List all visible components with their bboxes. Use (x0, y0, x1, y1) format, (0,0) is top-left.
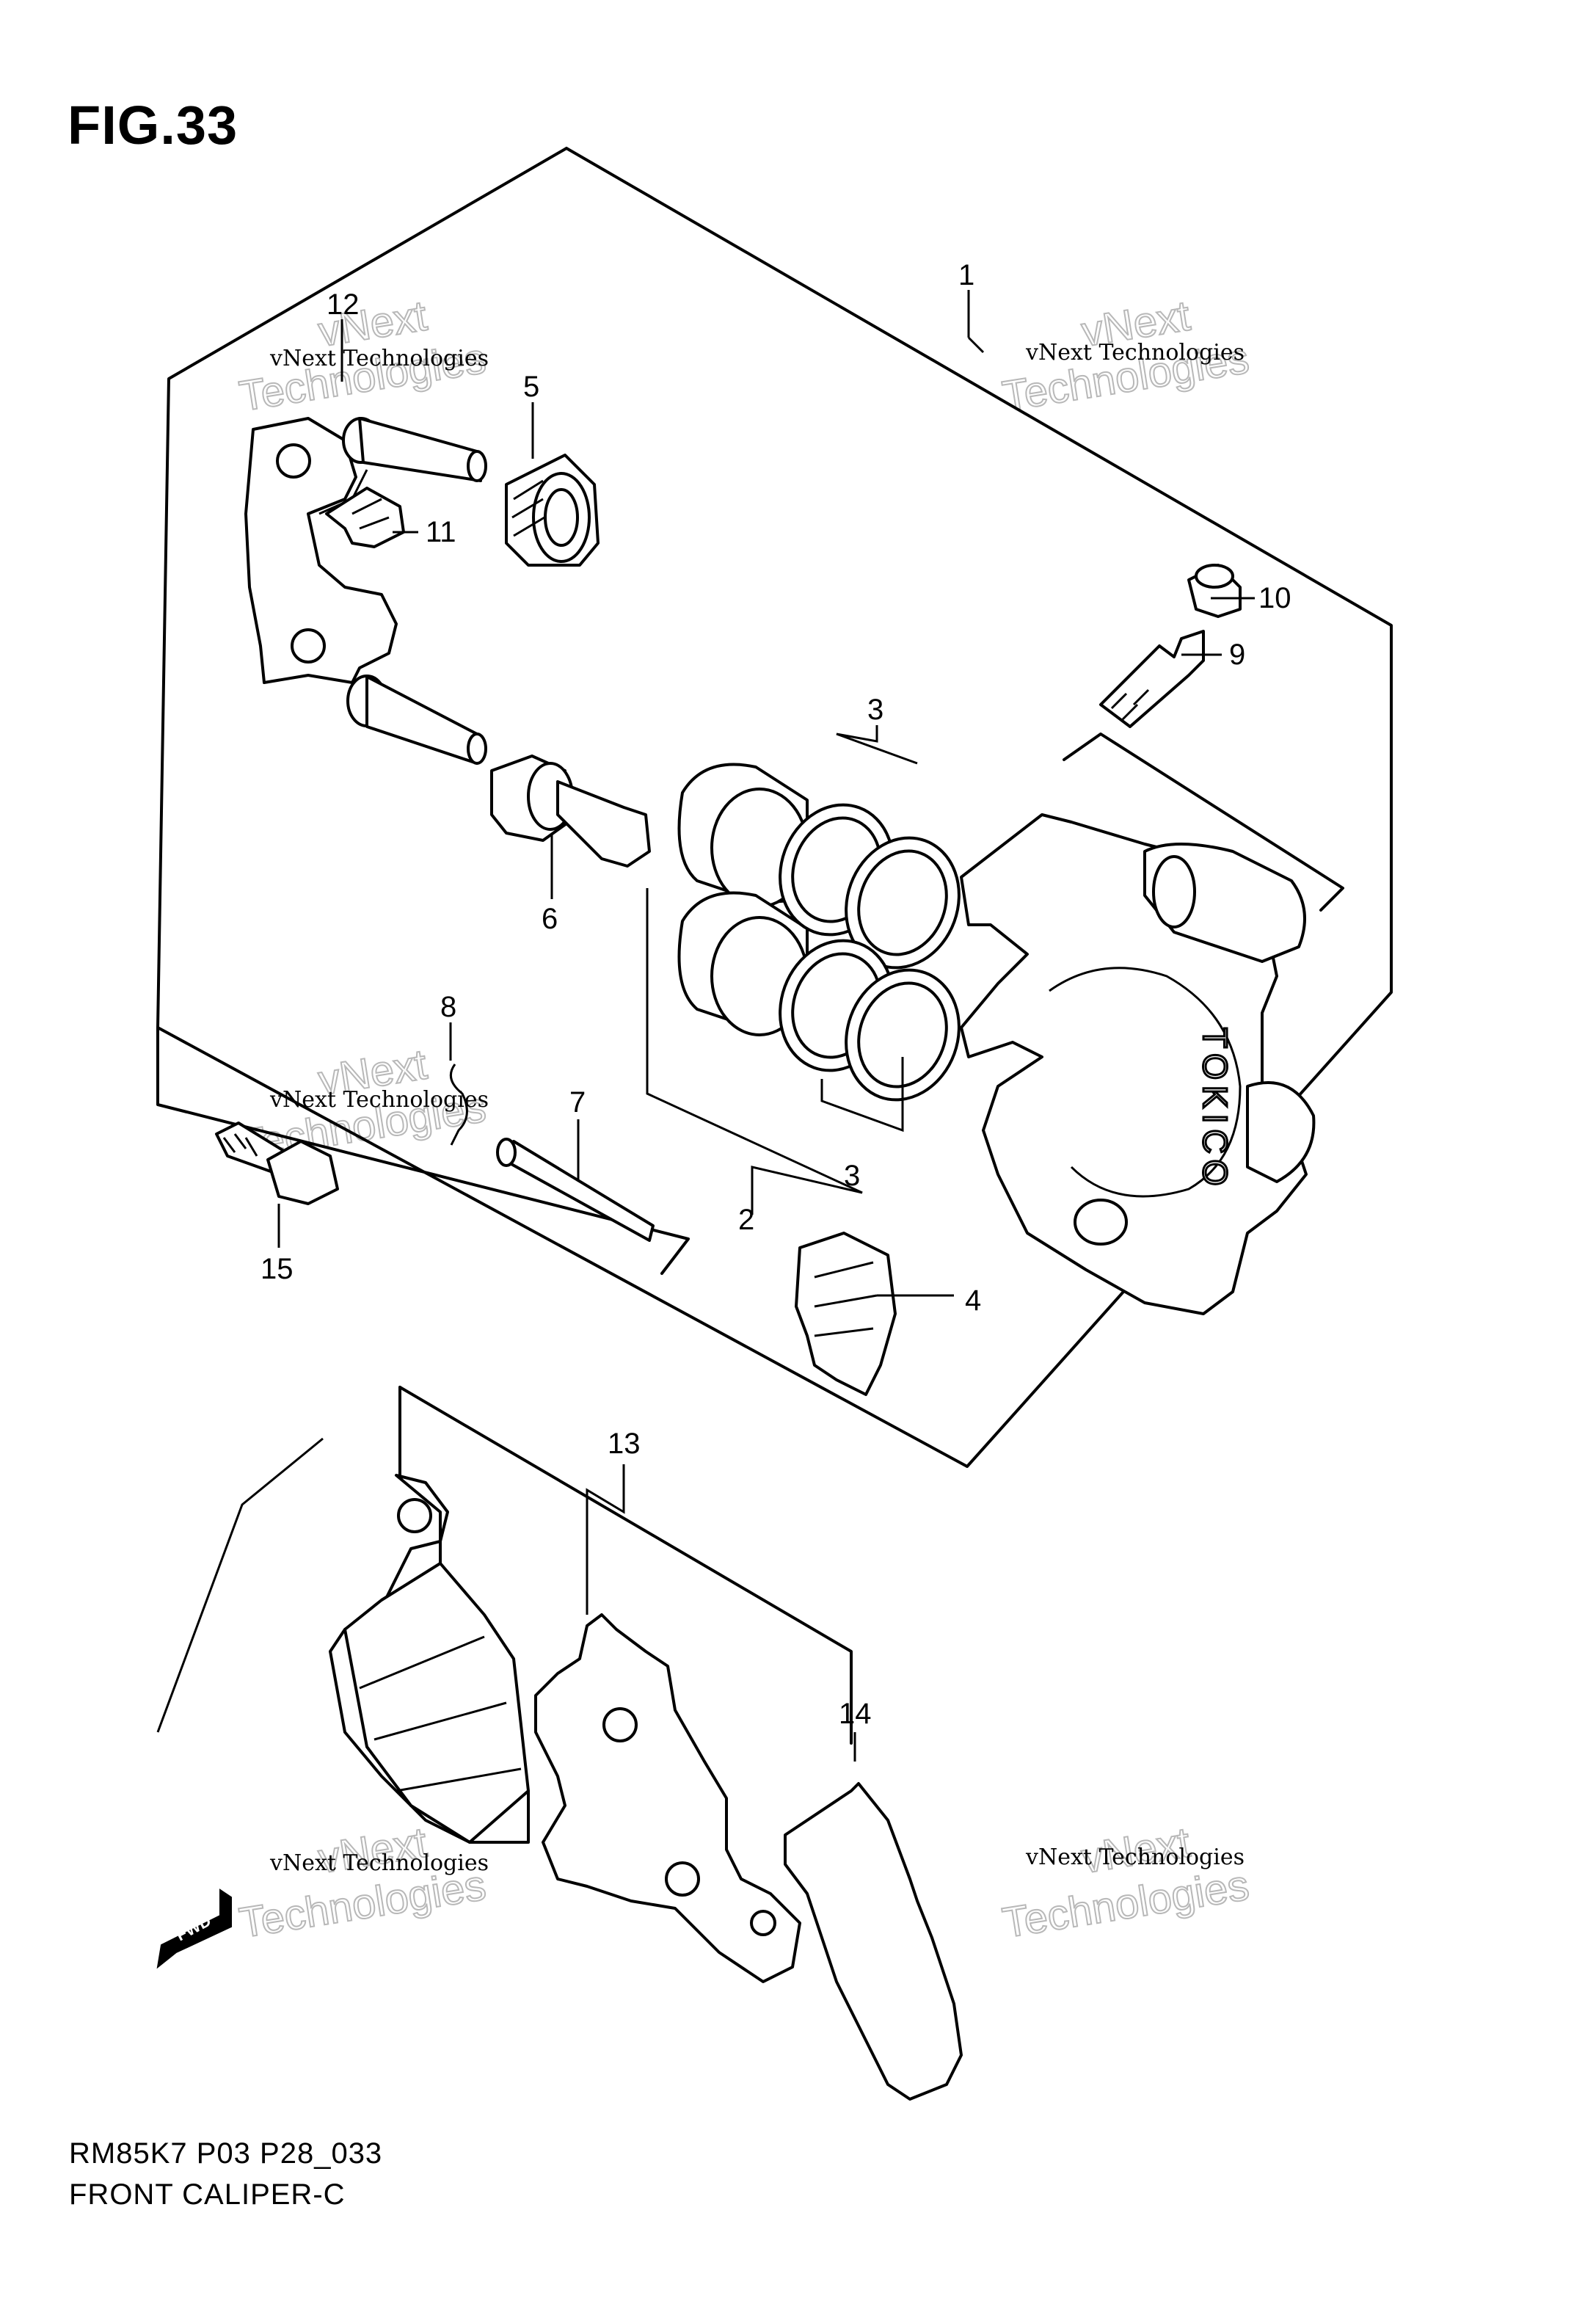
bleeder-cap (1187, 564, 1242, 618)
pads-boundary (398, 1386, 853, 1745)
callout-9: 9 (1229, 639, 1245, 671)
bleeder-screw (1099, 630, 1205, 728)
brake-pad-inner (534, 1613, 801, 1983)
pad-spring (795, 1232, 897, 1396)
callout-numbers: 1 2 3 3 4 5 6 7 8 9 10 11 12 13 14 15 (260, 259, 1291, 1730)
model-code-label: RM85K7 P03 P28_033 (69, 2137, 383, 2170)
callout-5: 5 (523, 371, 539, 403)
caliper-bracket (244, 417, 398, 684)
callout-1: 1 (958, 259, 974, 291)
callout-13: 13 (608, 1428, 641, 1460)
pin-boot (505, 454, 600, 567)
watermark-small: vNext Technologies (1025, 340, 1245, 366)
section-name-label: FRONT CALIPER-C (69, 2178, 346, 2211)
pad-pin (496, 1138, 655, 1242)
bracket-pin-lower (346, 675, 487, 765)
slide-pin-with-boot (490, 755, 651, 868)
callout-12: 12 (327, 288, 360, 321)
pad-shim (784, 1782, 963, 2101)
callout-2: 2 (738, 1204, 754, 1236)
brake-pad-outer (329, 1474, 530, 1844)
forward-direction-arrow: FWD (156, 1889, 232, 1969)
leader-lines (156, 290, 1255, 1762)
bracket-clip (325, 487, 405, 548)
bleeder-subframe (1063, 733, 1344, 912)
caliper-brand-text: TOKICO (1196, 1028, 1234, 1192)
watermark-small: vNext Technologies (1025, 1844, 1245, 1870)
callout-3-lower: 3 (844, 1160, 860, 1192)
caliper-body: TOKICO (960, 813, 1316, 1315)
callout-7: 7 (569, 1086, 586, 1119)
watermark-small: vNext Technologies (269, 346, 489, 371)
piston-seals (779, 803, 961, 1102)
callout-6: 6 (542, 903, 558, 935)
watermark-small: vNext Technologies (269, 1850, 489, 1876)
callout-8: 8 (440, 991, 456, 1023)
caliper-mounting-bolt (215, 1122, 339, 1205)
assembly-boundary-outline (156, 147, 1393, 1468)
bracket-pin-upper (342, 417, 487, 482)
callout-15: 15 (260, 1253, 294, 1285)
pad-pin-clip (449, 1064, 468, 1146)
callout-14: 14 (839, 1698, 872, 1730)
figure-title: FIG.33 (68, 95, 238, 156)
watermark-small: vNext Technologies (269, 1087, 489, 1113)
fastener-subframe (156, 1026, 690, 1275)
callout-11: 11 (426, 516, 456, 548)
callout-3-upper: 3 (867, 694, 883, 726)
callout-10: 10 (1258, 582, 1291, 614)
callout-4: 4 (965, 1284, 981, 1317)
